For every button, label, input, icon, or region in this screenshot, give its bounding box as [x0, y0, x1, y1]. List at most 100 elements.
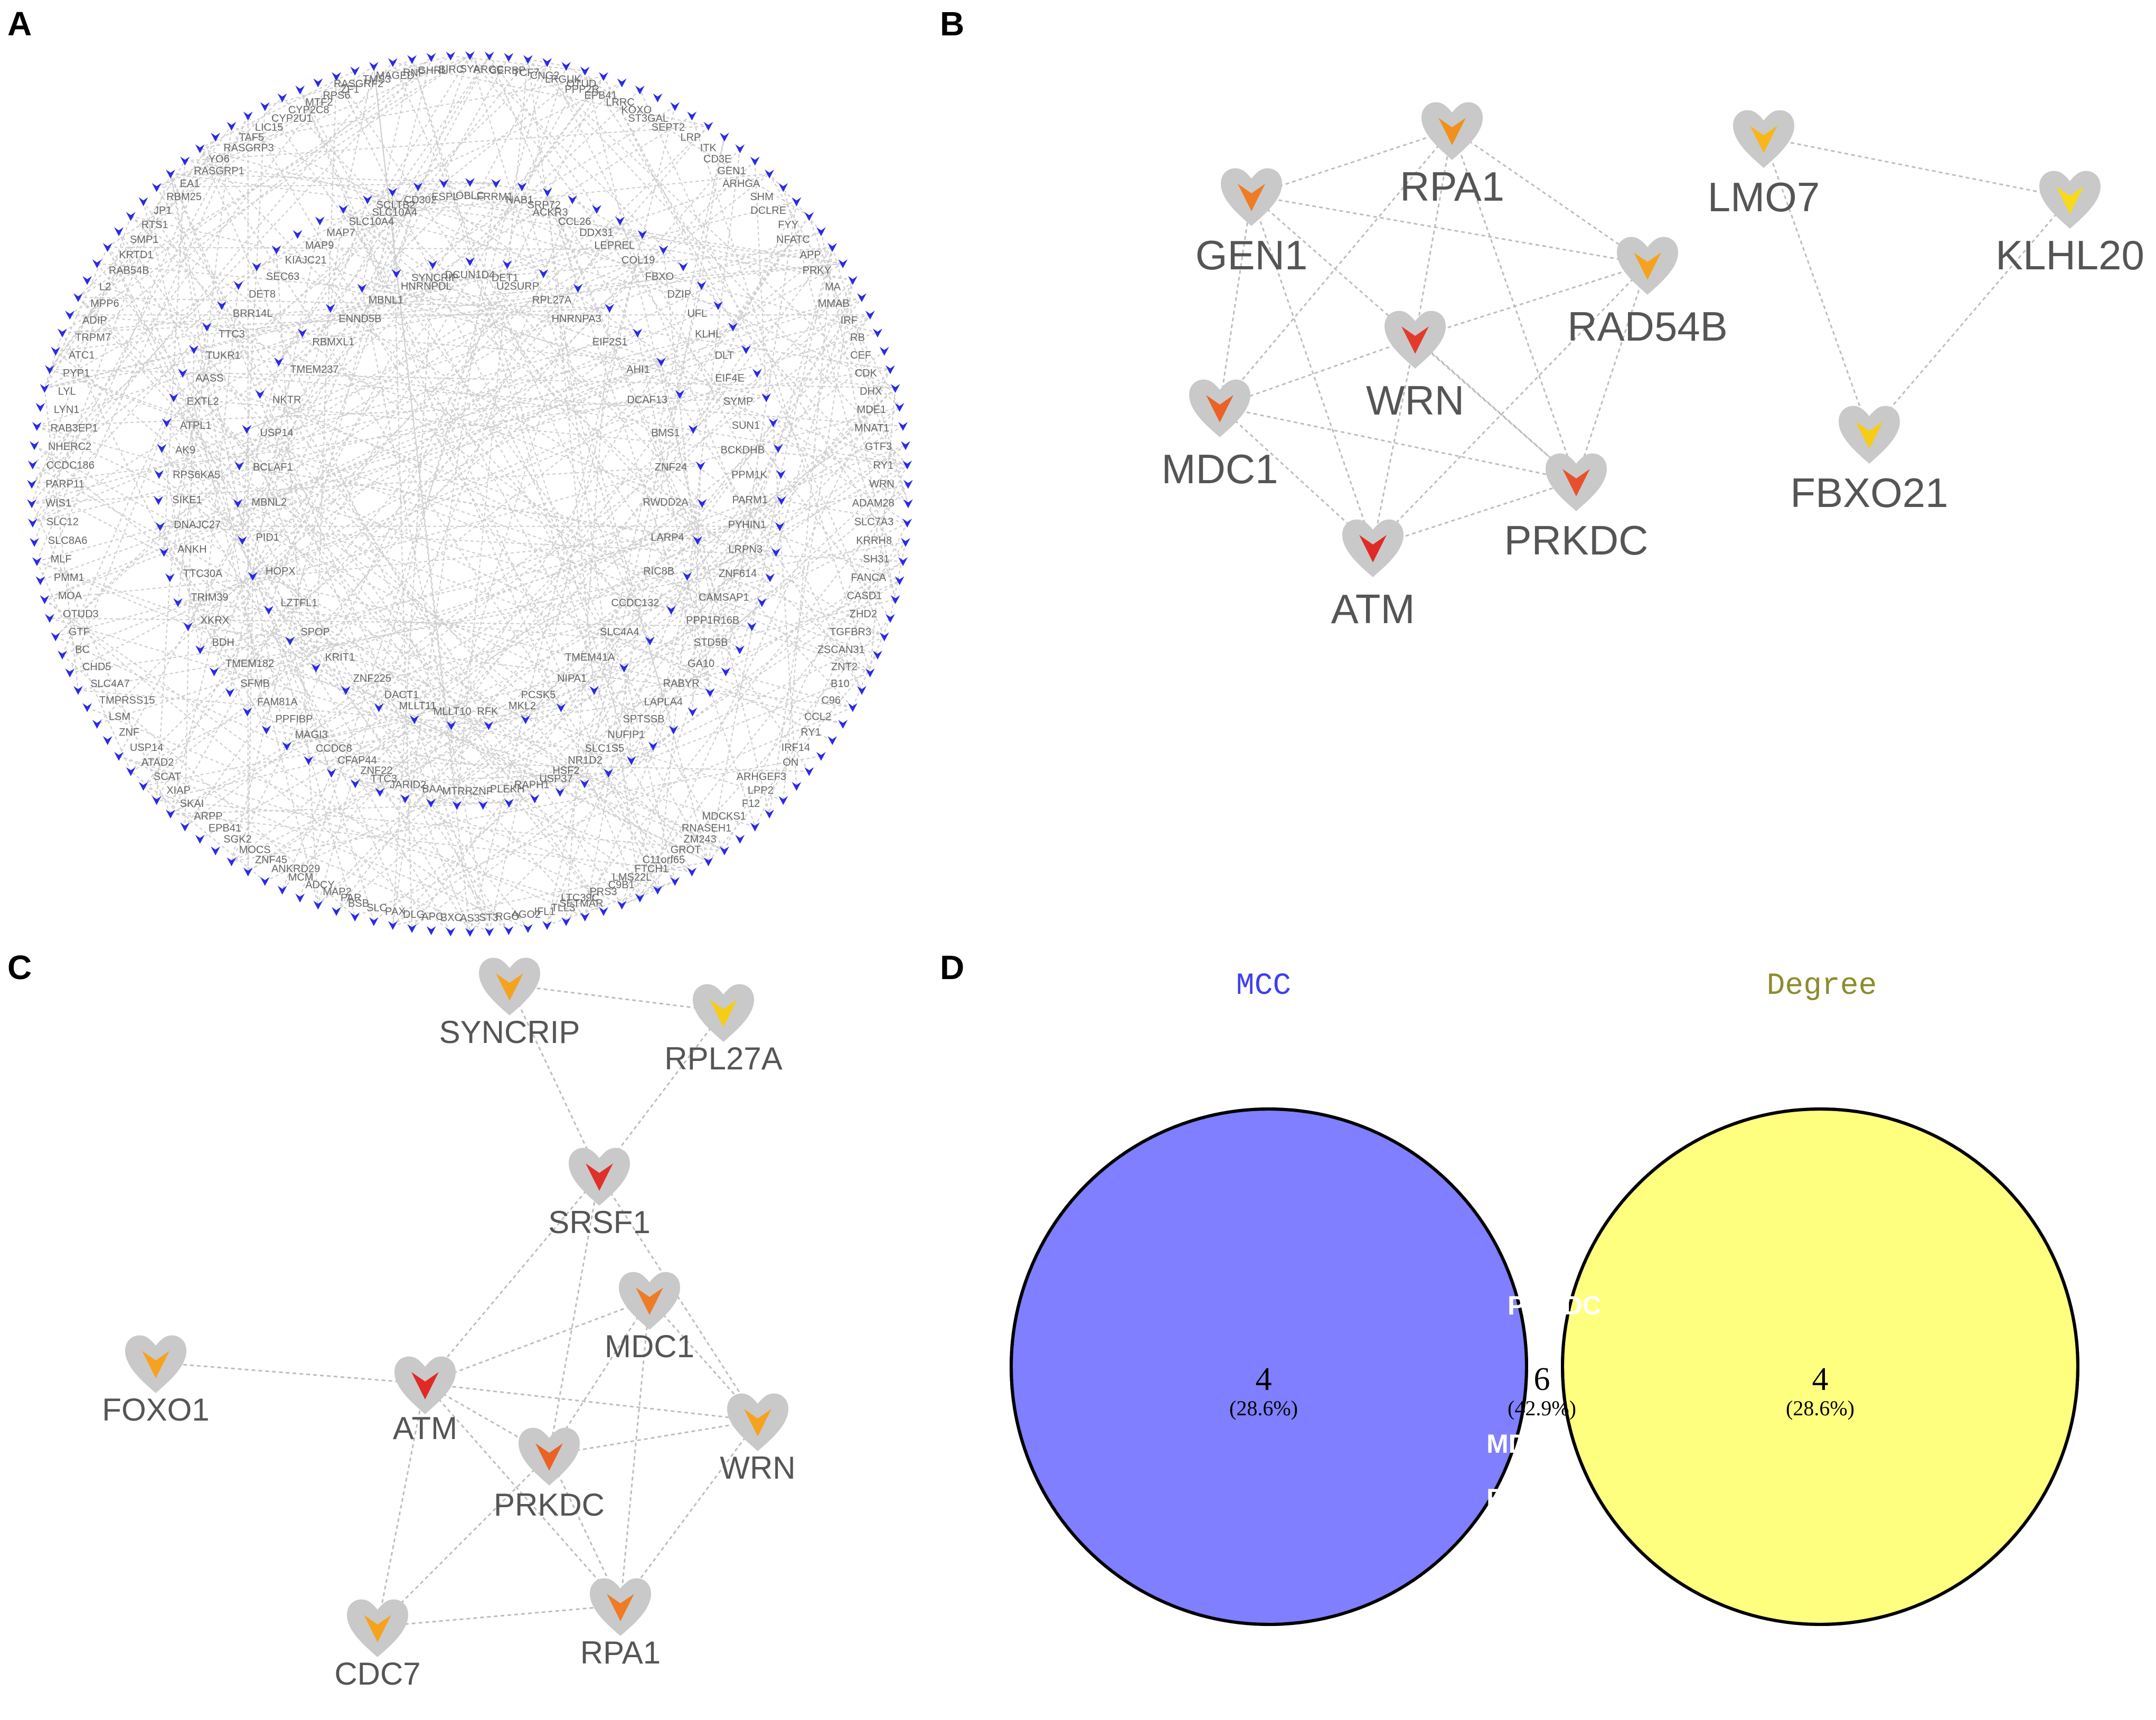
network-edge	[317, 725, 489, 906]
node-arrow-icon	[792, 197, 802, 206]
node-label: ANKH	[177, 544, 207, 556]
node-arrow-icon	[255, 390, 265, 399]
outer-ring-node: LRP	[680, 121, 713, 143]
node-label: PCSK5	[521, 689, 556, 701]
node-label: MAP7	[326, 227, 355, 239]
node-label: MDC1	[1161, 446, 1278, 492]
node-label: KLHL	[695, 328, 721, 340]
node-label: MAGI3	[295, 729, 327, 740]
node-arrow-icon	[857, 293, 867, 303]
network-edge	[392, 745, 654, 926]
network-edge	[32, 115, 692, 523]
node-label: NAB1	[506, 194, 533, 206]
panel-a-nodes: SYAARGCCERBPTCF7CNG2LRGUKOTUDPPP2REPB41L…	[27, 51, 913, 937]
node-label: SEC63	[266, 271, 299, 283]
node-label: SLC7A3	[854, 516, 894, 528]
network-edge	[329, 59, 529, 308]
outer-ring-node: PARP11	[27, 478, 84, 490]
outer-ring-node: CDK	[855, 365, 895, 379]
node-arrow-icon	[102, 736, 112, 745]
node-arrow-icon	[285, 636, 295, 646]
network-edge	[169, 326, 208, 578]
node-label: FRRM1	[477, 191, 513, 203]
network-edge	[130, 770, 266, 882]
node-label: JARID2	[390, 779, 426, 791]
node-label: MKL2	[509, 700, 536, 712]
network-edge	[69, 422, 167, 673]
inner-ring-node: RPL27A	[532, 284, 583, 306]
node-label: IFL1	[534, 906, 556, 917]
node-arrow-icon	[1206, 395, 1234, 422]
node-arrow-icon	[484, 927, 494, 937]
node-label: ARGC	[474, 64, 504, 76]
node-label: TTC3	[371, 773, 397, 785]
node-arrow-icon	[682, 572, 692, 581]
network-edge	[62, 307, 610, 334]
network-edge	[469, 55, 674, 730]
outer-ring-node: TLL3	[551, 902, 575, 926]
node-label: ZSCAN31	[817, 644, 865, 655]
node-arrow-icon	[217, 301, 227, 311]
network-edge	[31, 332, 638, 504]
node-label: RBMXL1	[312, 336, 354, 348]
network-edge	[773, 422, 909, 504]
outer-ring-node: SYA	[460, 51, 481, 75]
network-edge	[229, 220, 321, 693]
middle-ring-node: JARID2	[390, 779, 426, 804]
node-lmo7: LMO7	[1708, 110, 1820, 220]
network-edge	[62, 332, 248, 712]
middle-ring-node: SLC10A4	[362, 195, 417, 218]
node-arrow-icon	[2056, 186, 2084, 214]
outer-ring-node: NHERC2	[30, 441, 91, 453]
inner-ring-node: RBMXL1	[297, 328, 354, 348]
outer-ring-node: MCM	[277, 872, 314, 895]
outer-ring-node: IFL1	[534, 906, 556, 931]
node-arrow-icon	[747, 622, 757, 632]
network-edge	[187, 173, 770, 627]
node-arrow-icon	[45, 365, 55, 374]
outer-ring-node: SH31	[863, 553, 908, 567]
network-edge	[331, 464, 908, 774]
overlap-gene-wrn: WRN	[1508, 1236, 1570, 1266]
node-label: SETMAR	[559, 898, 603, 909]
network-edge	[278, 55, 470, 362]
network-edge	[525, 314, 871, 720]
node-mdc1: MDC1	[605, 1272, 694, 1364]
node-arrow-icon	[1438, 118, 1466, 145]
inner-ring-node: ENND5B	[325, 304, 381, 325]
network-edge	[118, 755, 529, 929]
outer-ring-node: ARHGEF3	[737, 771, 802, 791]
node-arrow-icon	[413, 182, 423, 192]
node-arrow-icon	[604, 768, 614, 778]
node-label: TCF7	[513, 67, 539, 79]
node-arrow-icon	[446, 927, 456, 937]
node-label: PYHIN1	[728, 519, 766, 531]
node-label: ZM243	[684, 834, 717, 845]
network-edge	[78, 97, 283, 298]
node-label: RIC8B	[643, 566, 674, 577]
inner-ring-node: PCSK5	[521, 689, 566, 712]
network-edge	[361, 59, 413, 288]
network-edge	[1414, 129, 1453, 339]
network-edge	[31, 215, 131, 504]
middle-ring-node: RPS6KA5	[154, 469, 220, 481]
node-arrow-icon	[504, 798, 514, 808]
node-arrow-icon	[227, 857, 237, 867]
middle-ring-node: RABYR	[663, 678, 715, 698]
outer-ring-node: IRF14	[782, 742, 826, 761]
node-label: TTC30A	[183, 568, 223, 580]
node-arrow-icon	[703, 121, 713, 131]
node-arrow-icon	[626, 756, 636, 765]
network-edge	[547, 191, 862, 691]
network-edge	[143, 671, 726, 787]
network-edge	[619, 1299, 651, 1606]
node-label: RPL27A	[664, 1041, 782, 1076]
network-edge	[456, 59, 529, 805]
network-edge	[548, 1174, 600, 1455]
node-arrow-icon	[719, 846, 729, 856]
network-edge	[566, 308, 610, 922]
network-edge	[671, 314, 871, 610]
middle-ring-node: SRP72	[528, 187, 561, 211]
node-label: UFL	[687, 308, 707, 319]
node-label: OBLC	[456, 190, 484, 202]
